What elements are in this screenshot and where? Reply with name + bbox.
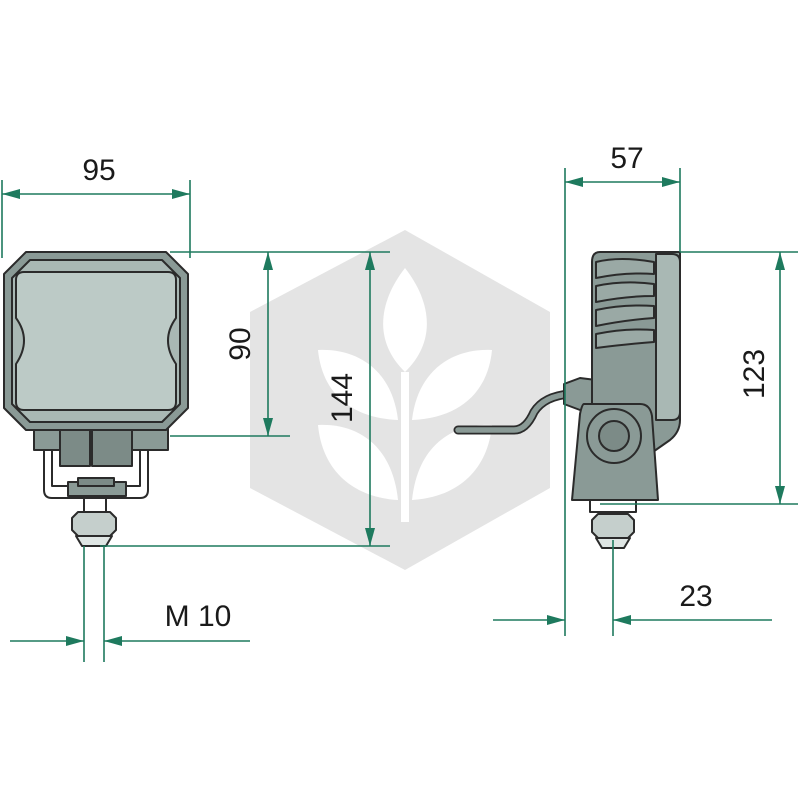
watermark-logo: [250, 230, 550, 570]
dim-label-front-total-height: 144: [326, 373, 359, 423]
front-nut: [71, 511, 117, 537]
side-view-lamp: [453, 251, 681, 549]
side-nut: [591, 513, 635, 539]
dim-label-side-depth: 57: [610, 142, 643, 175]
dim-label-side-offset: 23: [679, 580, 712, 613]
front-lens: [15, 271, 177, 411]
dimension-labels: 95 90 144 M 10 57 123 23: [82, 142, 771, 633]
dim-label-thread: M 10: [165, 600, 232, 633]
dim-label-front-width: 95: [82, 154, 115, 187]
dimension-lines: [1, 168, 798, 662]
dim-label-side-height: 123: [738, 349, 771, 399]
dim-label-front-lens-height: 90: [224, 327, 257, 360]
front-view-lamp: [3, 251, 189, 547]
